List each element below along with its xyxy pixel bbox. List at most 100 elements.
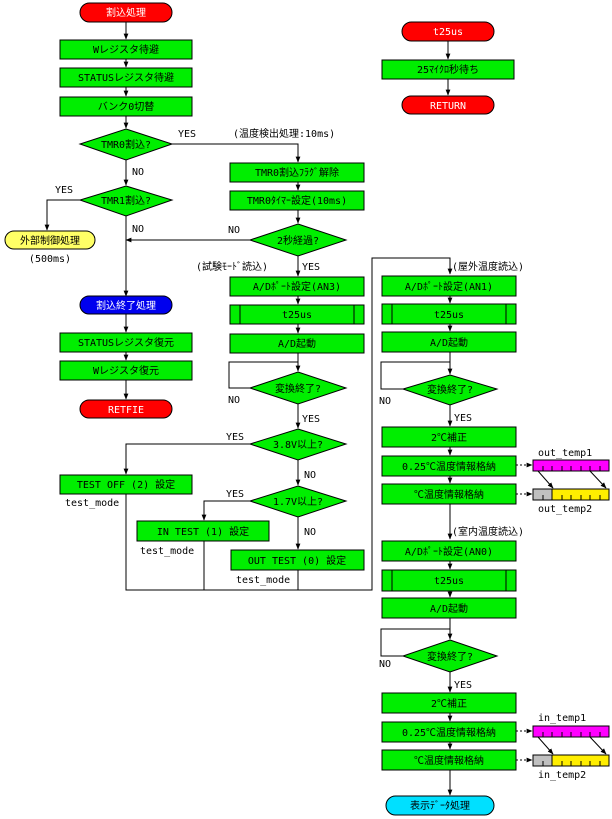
ad-an3-label: A/Dﾎﾟｰﾄ設定(AN3) xyxy=(253,280,341,293)
v17-label: 1.7V以上? xyxy=(273,496,323,508)
in-test-label: IN TEST (1) 設定 xyxy=(157,525,249,538)
register-in-temp2 xyxy=(532,754,610,767)
v38-decision xyxy=(248,428,348,461)
tmr1-no: NO xyxy=(132,224,144,235)
ad-start-box-3 xyxy=(381,597,517,619)
clear-flag-box xyxy=(229,162,365,183)
ad-an1-box xyxy=(381,275,517,297)
conv-label-2: 変換終了? xyxy=(427,383,473,396)
clear-flag-label: TMR0割込ﾌﾗｸﾞ解除 xyxy=(255,166,339,179)
conv-label-3: 変換終了? xyxy=(427,650,473,663)
indoor-note: (室内温度読込) xyxy=(452,525,524,538)
start-label: 割込処理 xyxy=(106,6,146,19)
save-w-label: Wレジスタ待避 xyxy=(93,43,159,56)
ad-an1-label: A/Dﾎﾟｰﾄ設定(AN1) xyxy=(405,280,493,293)
v17-yes: YES xyxy=(226,489,244,500)
out-test-box xyxy=(230,549,365,571)
conv-yes-3: YES xyxy=(454,680,472,691)
out-test-label: OUT TEST (0) 設定 xyxy=(248,554,346,567)
register-in-temp1 xyxy=(532,725,610,738)
save-status-box xyxy=(59,67,193,88)
conv-yes-2: YES xyxy=(454,413,472,424)
conv-decision-3 xyxy=(401,639,499,673)
wait-box xyxy=(381,59,515,80)
conv-decision xyxy=(248,371,348,405)
wait-label: 25ﾏｲｸﾛ秒待ち xyxy=(417,63,479,76)
tmr0-label: TMR0割込? xyxy=(101,138,151,151)
corr-label-2: 2℃補正 xyxy=(431,697,467,710)
retfie-label: RETFIE xyxy=(108,405,144,416)
external-note: (500ms) xyxy=(29,254,71,265)
in-temp2-label: in_temp2 xyxy=(538,770,586,781)
restore-w-box xyxy=(59,360,193,381)
two-sec-label: 2秒経過? xyxy=(277,234,319,247)
corr-label-1: 2℃補正 xyxy=(431,431,467,444)
out-temp1-label: out_temp1 xyxy=(538,448,592,459)
v38-label: 3.8V以上? xyxy=(273,439,323,451)
store025-label-1: 0.25℃温度情報格納 xyxy=(402,460,496,473)
t25us-call-3 xyxy=(381,569,517,592)
retfie-terminal xyxy=(79,399,173,419)
temp-note: (温度検出処理:10ms) xyxy=(233,127,335,140)
restore-w-label: Wレジスタ復元 xyxy=(93,364,159,377)
conv-no-3: NO xyxy=(379,659,391,670)
store025-box-2 xyxy=(381,721,517,743)
conv-label: 変換終了? xyxy=(275,382,321,395)
display-label: 表示ﾃﾞｰﾀ処理 xyxy=(410,799,470,812)
ad-start-box xyxy=(229,333,365,354)
test-mode-3: test_mode xyxy=(236,575,290,586)
register-arrows xyxy=(516,462,533,763)
end-process-terminal xyxy=(79,295,173,315)
ad-start-label-2: A/D起動 xyxy=(430,336,468,349)
t25us-label-1: t25us xyxy=(282,310,312,321)
in-temp1-label: in_temp1 xyxy=(538,713,586,724)
test-off-label: TEST OFF (2) 設定 xyxy=(77,478,175,491)
tmr1-yes: YES xyxy=(55,185,73,196)
two-sec-no: NO xyxy=(228,225,240,236)
register-shift-arrows xyxy=(537,470,607,755)
register-out-temp1 xyxy=(532,459,610,472)
t25us-label-2: t25us xyxy=(434,310,464,321)
v17-decision xyxy=(248,485,348,518)
external-terminal xyxy=(4,230,96,250)
end-process-label: 割込終了処理 xyxy=(96,299,156,312)
external-label: 外部制御処理 xyxy=(20,234,80,247)
test-mode-1: test_mode xyxy=(65,498,119,509)
return-label: RETURN xyxy=(430,101,466,112)
two-sec-yes: YES xyxy=(302,262,320,273)
out-temp2-label: out_temp2 xyxy=(538,504,592,515)
connector-lines xyxy=(44,22,453,796)
bank0-box xyxy=(59,96,193,117)
set-timer-label: TMR0ﾀｲﾏｰ設定(10ms) xyxy=(247,194,347,207)
outdoor-note: (屋外温度読込) xyxy=(452,260,524,273)
display-terminal xyxy=(385,795,495,816)
two-sec-decision xyxy=(248,223,348,257)
save-status-label: STATUSレジスタ待避 xyxy=(78,71,174,84)
tmr0-decision xyxy=(78,128,174,161)
corr-box-2 xyxy=(381,692,517,714)
conv-decision-2 xyxy=(401,374,499,406)
tmr0-yes: YES xyxy=(178,129,196,140)
conv-no-2: NO xyxy=(379,396,391,407)
ad-an0-label: A/Dﾎﾟｰﾄ設定(AN0) xyxy=(405,545,493,558)
ad-start-box-2 xyxy=(381,331,517,353)
t25us-label-3: t25us xyxy=(434,576,464,587)
test-off-box xyxy=(59,474,193,495)
conv-no: NO xyxy=(228,395,240,406)
store-box-2 xyxy=(381,749,517,771)
store025-box-1 xyxy=(381,455,517,477)
return-terminal xyxy=(401,95,495,115)
restore-status-label: STATUSレジスタ復元 xyxy=(78,336,174,349)
test-mode-2: test_mode xyxy=(140,546,194,557)
tmr1-label: TMR1割込? xyxy=(101,194,151,207)
test-read-note: (試験ﾓｰﾄﾞ読込) xyxy=(196,260,268,273)
ad-start-label: A/D起動 xyxy=(278,337,316,350)
ad-an0-box xyxy=(381,540,517,562)
ad-start-label-3: A/D起動 xyxy=(430,602,468,615)
corr-box-1 xyxy=(381,426,517,448)
set-timer-box xyxy=(229,190,365,211)
tmr1-decision xyxy=(78,185,174,217)
v17-no: NO xyxy=(304,527,316,538)
t25us-call-1 xyxy=(229,304,365,325)
